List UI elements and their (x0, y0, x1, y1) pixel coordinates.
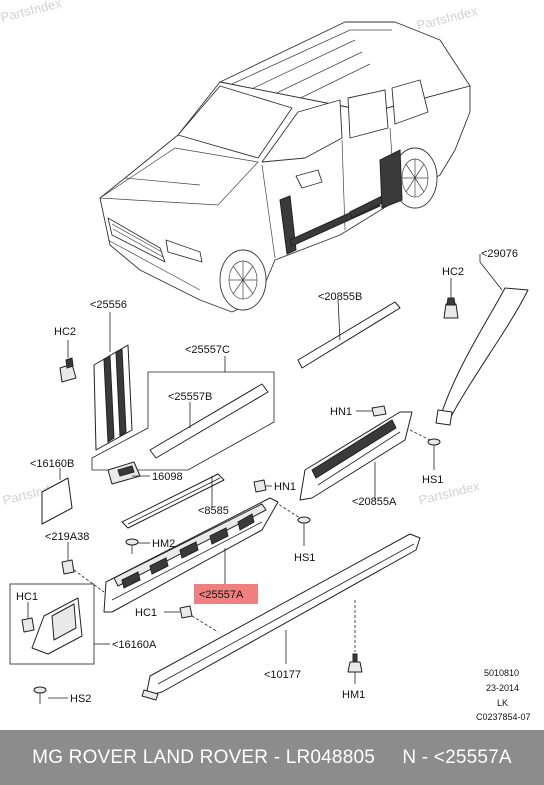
label-hm1: HM1 (342, 689, 365, 701)
label-hc1-left: HC1 (16, 591, 38, 603)
part-25557b[interactable] (149, 383, 269, 459)
watermark: PartsIndex (0, 0, 64, 25)
label-8585: <8585 (198, 505, 229, 517)
part-16160a[interactable] (31, 597, 83, 655)
label-20855a: <20855A (352, 496, 397, 508)
label-hc2-left: HC2 (54, 326, 76, 338)
stamp-line-2: 23-2014 (486, 683, 519, 693)
screw-hs1-icon[interactable] (427, 438, 441, 456)
label-hn1-mid: HN1 (274, 481, 296, 493)
label-hc2-top: HC2 (442, 266, 464, 278)
label-hm2: HM2 (152, 538, 175, 550)
label-hc1-mid: HC1 (135, 607, 157, 619)
stamp-line-1: 5010810 (484, 668, 519, 678)
footer-bar: MG ROVER LAND ROVER - LR048805 N - <2555… (0, 730, 544, 785)
stamp-line-3: LK (497, 698, 508, 708)
label-25556: <25556 (90, 299, 127, 311)
label-25557c: <25557C (185, 344, 230, 356)
label-16098: 16098 (152, 471, 183, 483)
screw-hs2-icon[interactable] (33, 686, 47, 704)
label-hs2: HS2 (70, 693, 91, 705)
vehicle-illustration (98, 21, 471, 313)
kit-25557c-box (91, 371, 275, 471)
clip-hc2-icon[interactable] (443, 297, 459, 319)
nut-hn1-icon[interactable] (371, 405, 387, 417)
part-16098[interactable] (107, 461, 141, 485)
part-20855b[interactable] (297, 301, 401, 369)
nut-hn1-mid-icon[interactable] (253, 479, 267, 493)
part-219a38-icon[interactable] (61, 559, 75, 575)
label-25557b: <25557B (168, 391, 212, 403)
part-25556[interactable] (93, 344, 133, 451)
parts-diagram: PartsIndex PartsIndex PartsIndex PartsIn… (0, 0, 531, 722)
kit-16160a-box (9, 583, 95, 665)
part-10177[interactable] (141, 533, 421, 701)
drawing-stamp: 5010810 23-2014 LK C0237854-07 (476, 668, 531, 722)
part-25557a[interactable] (103, 497, 279, 613)
part-29076[interactable] (435, 287, 529, 426)
clip-hm2-icon[interactable] (125, 538, 139, 554)
label-20855b: <20855B (318, 291, 362, 303)
label-hn1-top: HN1 (330, 406, 352, 418)
label-16160b: <16160B (30, 458, 74, 470)
footer-text: MG ROVER LAND ROVER - LR048805 N - <2555… (32, 746, 512, 768)
stamp-line-4: C0237854-07 (476, 712, 531, 722)
label-16160a: <16160A (112, 639, 157, 651)
clip-hc1-left-icon[interactable] (21, 617, 35, 633)
watermark: PartsIndex (415, 3, 479, 33)
part-16160b[interactable] (41, 477, 73, 525)
label-219a38: <219A38 (45, 531, 89, 543)
screw-hs1-mid-icon[interactable] (297, 516, 311, 534)
label-29076: <29076 (481, 248, 518, 260)
clip-hm1-icon[interactable] (347, 653, 363, 673)
part-8585[interactable] (121, 473, 225, 529)
clip-hc2-left-icon[interactable] (59, 357, 77, 383)
highlight-25557a (194, 584, 258, 604)
label-10177: <10177 (264, 669, 301, 681)
label-hs1-mid: HS1 (294, 552, 315, 564)
label-25557a: <25557A (199, 589, 244, 601)
label-hs1-top: HS1 (422, 474, 443, 486)
clip-hc1-mid-icon[interactable] (179, 605, 193, 619)
part-20855a[interactable] (299, 411, 413, 501)
